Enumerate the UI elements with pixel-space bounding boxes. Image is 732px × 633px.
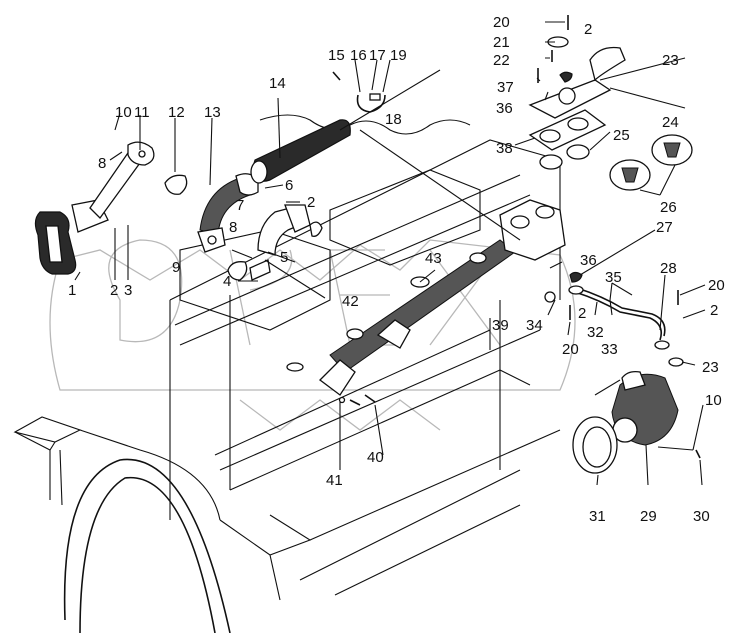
part-sealing-rings-25 bbox=[539, 144, 590, 170]
callout-2: 2 bbox=[578, 305, 586, 322]
callout-14: 14 bbox=[269, 75, 286, 92]
part-thermostat-housing-24 bbox=[528, 46, 626, 119]
part-gasket-31 bbox=[572, 416, 618, 474]
part-clamp-16-19 bbox=[339, 69, 441, 131]
part-gasket-12 bbox=[164, 174, 188, 195]
part-bolt-15 bbox=[332, 71, 341, 81]
callout-36: 36 bbox=[580, 252, 597, 269]
callout-12: 12 bbox=[168, 104, 185, 121]
callout-20: 20 bbox=[493, 14, 510, 31]
callout-33: 33 bbox=[601, 341, 618, 358]
callout-25: 25 bbox=[613, 127, 630, 144]
callout-36: 36 bbox=[496, 100, 513, 117]
engine-block bbox=[169, 114, 561, 520]
callout-30: 30 bbox=[693, 508, 710, 525]
part-elbow-13 bbox=[197, 173, 259, 253]
part-water-pump-29 bbox=[594, 370, 679, 446]
callout-17: 17 bbox=[369, 47, 386, 64]
part-hardware-thermostat bbox=[537, 15, 569, 83]
callout-15: 15 bbox=[328, 47, 345, 64]
flywheel-housing bbox=[13, 416, 561, 633]
callout-2: 2 bbox=[110, 282, 118, 299]
callout-16: 16 bbox=[350, 47, 367, 64]
callout-2: 2 bbox=[710, 302, 718, 319]
callout-13: 13 bbox=[204, 104, 221, 121]
part-water-manifold-39 bbox=[286, 129, 566, 396]
callout-2: 2 bbox=[307, 194, 315, 211]
part-bypass-pipe-28 bbox=[544, 271, 684, 367]
leader-lines bbox=[74, 21, 706, 486]
callout-41: 41 bbox=[326, 472, 343, 489]
callout-4: 4 bbox=[223, 273, 231, 290]
callout-37: 37 bbox=[497, 79, 514, 96]
callout-23: 23 bbox=[662, 52, 679, 69]
callout-1: 1 bbox=[68, 282, 76, 299]
callout-22: 22 bbox=[493, 52, 510, 69]
callout-35: 35 bbox=[605, 269, 622, 286]
callout-32: 32 bbox=[587, 324, 604, 341]
callout-24: 24 bbox=[662, 114, 679, 131]
part-inlet-pipe-11 bbox=[71, 141, 155, 233]
part-gasket-38 bbox=[528, 109, 607, 151]
callout-19: 19 bbox=[390, 47, 407, 64]
callout-8: 8 bbox=[98, 155, 106, 172]
part-hose-14 bbox=[250, 119, 351, 184]
part-bolts-40-41 bbox=[338, 394, 701, 459]
opex-watermark bbox=[49, 239, 576, 431]
callout-40: 40 bbox=[367, 449, 384, 466]
part-thermostats-26 bbox=[609, 134, 693, 191]
callout-39: 39 bbox=[492, 317, 509, 334]
callout-5: 5 bbox=[280, 249, 288, 266]
callout-11: 11 bbox=[134, 104, 150, 121]
callout-29: 29 bbox=[640, 508, 657, 525]
callout-10: 10 bbox=[115, 104, 132, 121]
callout-9: 9 bbox=[172, 259, 180, 276]
callout-42: 42 bbox=[342, 293, 359, 310]
callout-26: 26 bbox=[660, 199, 677, 216]
callout-3: 3 bbox=[124, 282, 132, 299]
callout-8: 8 bbox=[229, 219, 237, 236]
callout-20: 20 bbox=[562, 341, 579, 358]
part-outlet-elbow bbox=[227, 204, 323, 281]
callout-43: 43 bbox=[425, 250, 442, 267]
callout-28: 28 bbox=[660, 260, 677, 277]
callout-31: 31 bbox=[589, 508, 606, 525]
callout-34: 34 bbox=[526, 317, 543, 334]
callout-6: 6 bbox=[285, 177, 293, 194]
part-gasket-1 bbox=[34, 211, 77, 275]
callout-21: 21 bbox=[493, 34, 510, 51]
callout-18: 18 bbox=[385, 111, 402, 128]
callout-labels: 1 2 3 4 5 6 2 7 8 8 9 10 11 12 13 14 15 … bbox=[68, 14, 725, 525]
callout-10: 10 bbox=[705, 392, 722, 409]
callout-38: 38 bbox=[496, 140, 513, 157]
callout-27: 27 bbox=[656, 219, 673, 236]
callout-7: 7 bbox=[236, 197, 244, 214]
callout-23: 23 bbox=[702, 359, 719, 376]
callout-2: 2 bbox=[584, 21, 592, 38]
callout-20: 20 bbox=[708, 277, 725, 294]
